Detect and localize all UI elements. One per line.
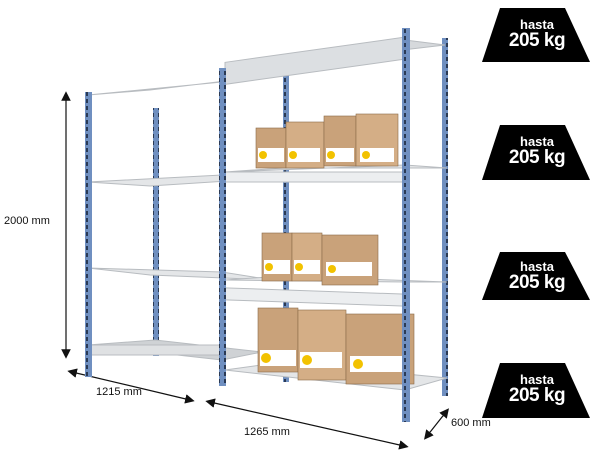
box-row-middle bbox=[261, 232, 379, 286]
badge-value: 205 kg bbox=[508, 272, 566, 293]
right-front-upright bbox=[402, 28, 410, 422]
load-capacity-badge: hasta 205 kg bbox=[478, 2, 596, 64]
load-capacity-badge: hasta 205 kg bbox=[478, 119, 596, 181]
badge-value: 205 kg bbox=[508, 385, 566, 406]
right-unit bbox=[219, 28, 448, 422]
boxes bbox=[255, 113, 415, 385]
right-width-dimension-label: 1265 mm bbox=[244, 426, 290, 438]
right-width-dimension-line bbox=[205, 398, 409, 450]
load-capacity-badge: hasta 205 kg bbox=[478, 357, 596, 419]
rear-upright bbox=[153, 108, 159, 356]
rear-upright bbox=[442, 38, 448, 396]
badge-label: hasta bbox=[520, 17, 554, 32]
rear-upright bbox=[283, 62, 289, 382]
depth-dimension-label: 600 mm bbox=[451, 417, 491, 429]
middle-front-upright bbox=[219, 68, 226, 386]
left-width-dimension-label: 1215 mm bbox=[96, 386, 142, 398]
badge-value: 205 kg bbox=[508, 147, 566, 168]
box-logos bbox=[259, 151, 370, 369]
depth-dimension-line bbox=[424, 408, 449, 440]
left-shelves bbox=[87, 75, 276, 361]
height-dimension-label: 2000 mm bbox=[4, 215, 50, 227]
front-upright bbox=[85, 92, 92, 377]
badge-label: hasta bbox=[520, 134, 554, 149]
badge-label: hasta bbox=[520, 259, 554, 274]
load-badge-shapes bbox=[482, 8, 590, 418]
badge-label: hasta bbox=[520, 372, 554, 387]
left-unit bbox=[85, 75, 276, 377]
load-capacity-badge: hasta 205 kg bbox=[478, 244, 596, 306]
badge-value: 205 kg bbox=[508, 30, 566, 51]
